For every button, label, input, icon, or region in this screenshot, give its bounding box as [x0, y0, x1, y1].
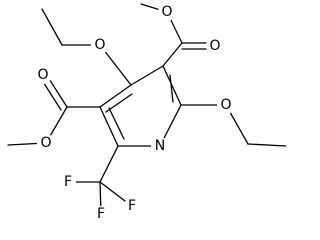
- oxygen-atom: O: [158, 3, 176, 21]
- ethyl-bond: [41, 8, 63, 46]
- atom-symbol: F: [128, 198, 136, 214]
- fluorine-atom: F: [60, 174, 76, 190]
- ring-bond: [130, 65, 164, 86]
- atom-symbol: O: [161, 4, 172, 20]
- molecule-canvas: O O O O O O N: [7, 3, 286, 222]
- ring-bond: [105, 93, 133, 113]
- atom-symbol: F: [97, 206, 105, 222]
- nitrogen-atom: N: [151, 137, 169, 155]
- oxygen-atom: O: [91, 36, 109, 54]
- ring-bond: [169, 74, 174, 103]
- oxygen-atom: O: [37, 134, 55, 152]
- atom-symbol: O: [220, 97, 231, 113]
- atom-symbol: O: [37, 67, 48, 83]
- cf3-bond: [99, 145, 119, 183]
- ester-bond: [162, 42, 183, 67]
- atom-symbol: F: [64, 174, 72, 190]
- oxygen-atom: O: [34, 66, 52, 84]
- oxygen-atom: O: [217, 96, 235, 114]
- fluorine-atom: F: [93, 206, 109, 222]
- oxygen-atom: O: [206, 37, 224, 55]
- ethyl-bond: [247, 143, 286, 147]
- atom-layer: O O O O O O N: [34, 3, 235, 222]
- bond-layer: [7, 3, 286, 215]
- fluorine-atom: F: [124, 198, 140, 214]
- atom-symbol: O: [209, 38, 220, 54]
- ring-bond: [99, 84, 132, 108]
- ring-bond: [162, 65, 182, 106]
- ring-bond: [108, 107, 125, 140]
- ring-bond: [99, 106, 119, 147]
- atom-symbol: N: [155, 138, 165, 154]
- atom-symbol: O: [94, 37, 105, 53]
- atom-symbol: O: [40, 135, 51, 151]
- structure-diagram: O O O O O O N: [7, 3, 286, 222]
- cf-bond: [99, 181, 126, 202]
